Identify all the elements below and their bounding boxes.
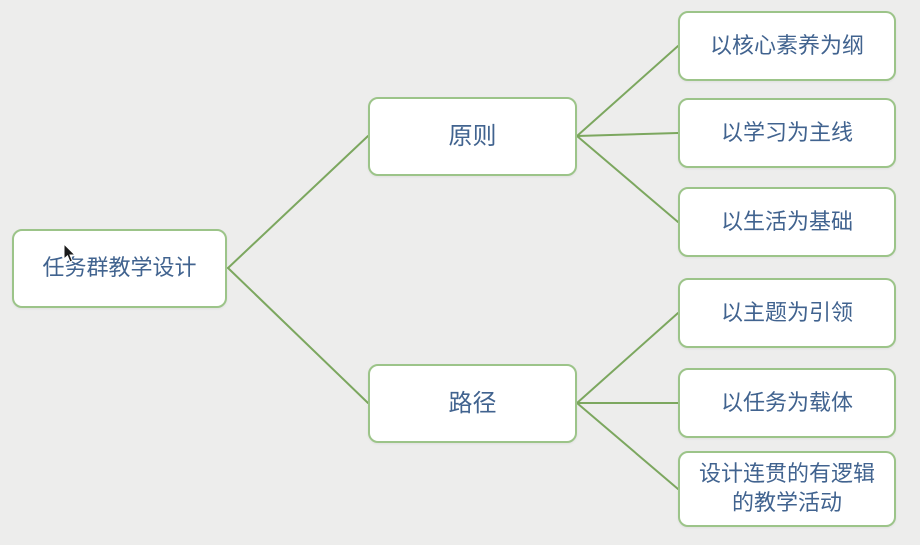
connector-paths-3 (576, 402, 679, 490)
node-root-label: 任务群教学设计 (42, 255, 197, 281)
node-label: 以生活为基础 (720, 208, 853, 234)
node-principles-child-2[interactable]: 以学习为主线 (678, 98, 896, 168)
node-root[interactable]: 任务群教学设计 (12, 229, 227, 308)
node-label: 以主题为引领 (720, 299, 853, 325)
connector-root-paths (227, 267, 369, 404)
node-label: 设计连贯的有逻辑 的教学活动 (698, 461, 875, 515)
node-principles[interactable]: 原则 (368, 97, 577, 176)
node-paths-child-1[interactable]: 以主题为引领 (678, 278, 896, 348)
connector-root-principles (227, 135, 369, 269)
connector-principles-1 (576, 45, 679, 137)
connector-principles-3 (576, 135, 679, 223)
node-label: 以核心素养为纲 (709, 32, 864, 58)
node-label: 以任务为载体 (720, 389, 853, 415)
node-paths-child-3[interactable]: 设计连贯的有逻辑 的教学活动 (678, 451, 896, 527)
connector-paths-1 (576, 312, 679, 404)
node-paths-child-2[interactable]: 以任务为载体 (678, 368, 896, 438)
node-paths[interactable]: 路径 (368, 364, 577, 443)
node-label: 以学习为主线 (720, 119, 853, 145)
connector-principles-2 (576, 132, 679, 137)
node-principles-label: 原则 (448, 122, 497, 150)
node-principles-child-1[interactable]: 以核心素养为纲 (678, 11, 896, 81)
node-paths-label: 路径 (448, 389, 497, 417)
node-principles-child-3[interactable]: 以生活为基础 (678, 187, 896, 257)
